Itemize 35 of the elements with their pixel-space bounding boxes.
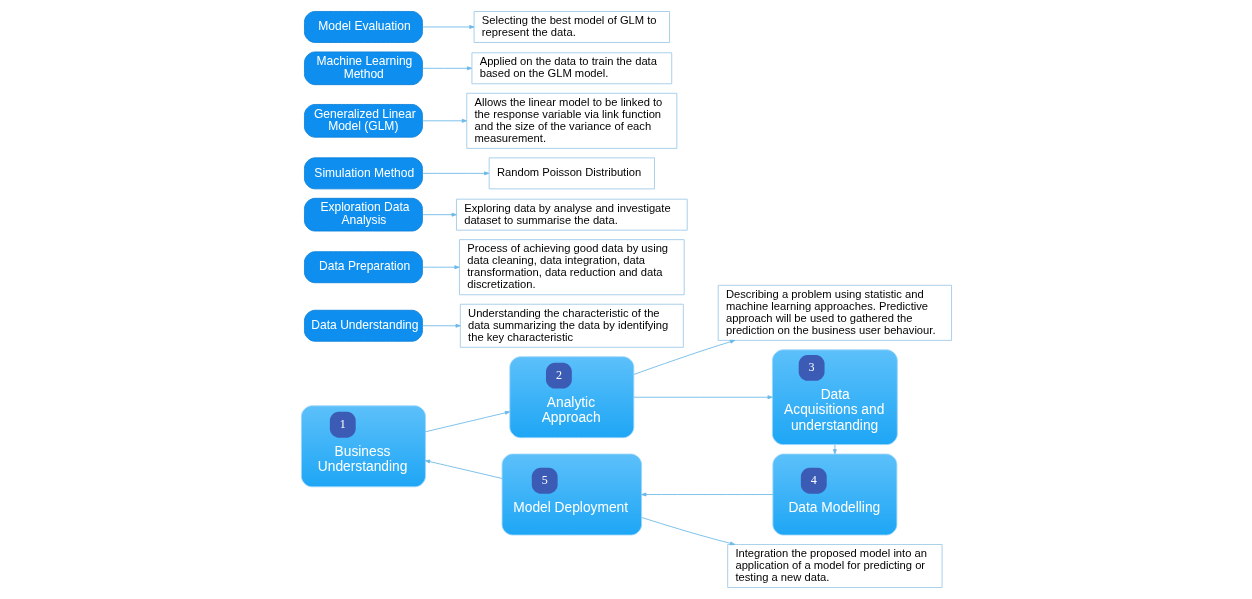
node-box: Data Understanding	[303, 309, 423, 342]
node-box: Integration the proposed model into an application of a model for predicting or testing a new data.	[726, 544, 942, 588]
arrow	[424, 410, 510, 433]
node-box: Selecting the best model of GLM to represent the data.	[473, 11, 670, 43]
node-box: Simulation Method	[303, 157, 423, 190]
node-box: Model Evaluation	[303, 11, 423, 43]
node-box: 3 Data Acquisitions and understanding	[771, 349, 898, 445]
node-box: Exploration Data Analysis	[303, 197, 423, 232]
node-box: Process of achieving good data by using data cleaning, data integration, data transformation, data reduction and data discretization.	[458, 239, 685, 296]
node-box: Exploring data by analyse and investigate dataset to summarise the data.	[455, 198, 688, 231]
arrow	[421, 25, 474, 29]
arrow	[641, 517, 735, 546]
node-box: 5 Model Deployment	[501, 453, 642, 536]
node-box: 2 Analytic Approach	[508, 356, 634, 439]
node-box: Describing a problem using statistic and machine learning approaches. Predictive approach will be used to gathered the prediction on the business user behaviour.	[717, 284, 952, 341]
arrow	[421, 66, 472, 71]
node-box: Generalized Linear Model (GLM)	[303, 104, 423, 138]
arrow	[421, 212, 457, 217]
node-box: 4 Data Modelling	[771, 453, 897, 536]
node-box: Allows the linear model to be linked to the response variable via link function and the size of the variance of each measurement.	[465, 92, 677, 149]
arrow	[421, 171, 489, 176]
node-box: Machine Learning Method	[303, 51, 423, 86]
arrow	[421, 265, 459, 270]
node-box: Data Preparation	[303, 251, 423, 284]
node-box: Random Poisson Distribution	[488, 157, 655, 190]
node-box: Understanding the characteristic of the data summarizing the data by identifying the key characteristic	[459, 303, 684, 348]
node-box: 1 Business Understanding	[300, 405, 426, 488]
arrow	[832, 444, 837, 455]
arrow	[633, 395, 773, 400]
arrow	[633, 339, 735, 375]
node-box: Applied on the data to train the data based on the GLM model.	[471, 52, 672, 85]
arrow	[421, 323, 461, 328]
arrow	[421, 118, 467, 123]
arrow	[640, 492, 773, 497]
arrow	[424, 459, 502, 479]
